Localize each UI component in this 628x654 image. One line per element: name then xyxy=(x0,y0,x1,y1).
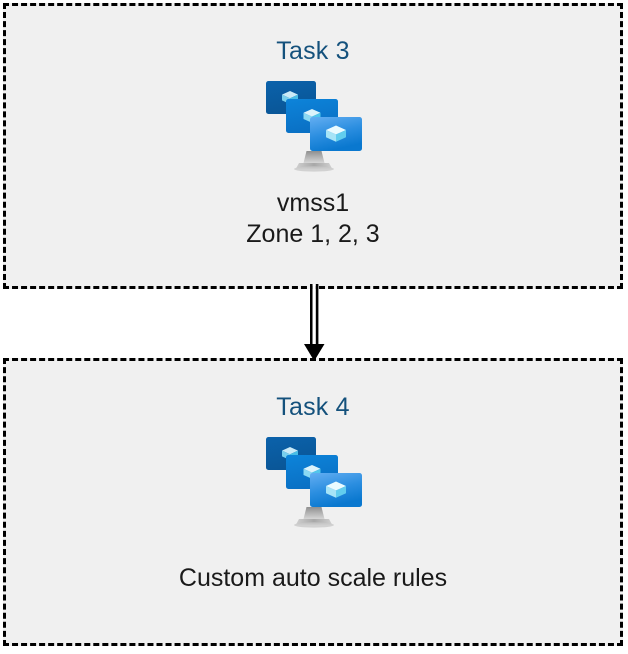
task-box-task4[interactable]: Task 4 xyxy=(3,358,623,646)
arrow-task3-to-task4 xyxy=(296,284,336,362)
vm-scale-set-icon xyxy=(266,435,362,533)
task3-title: Task 3 xyxy=(276,37,350,65)
task4-title: Task 4 xyxy=(276,393,350,421)
task4-label: Custom auto scale rules xyxy=(178,564,448,592)
vm-scale-set-icon xyxy=(266,79,362,177)
task3-label: vmss1 Zone 1, 2, 3 xyxy=(246,189,380,248)
task-box-task3[interactable]: Task 3 xyxy=(3,3,623,289)
